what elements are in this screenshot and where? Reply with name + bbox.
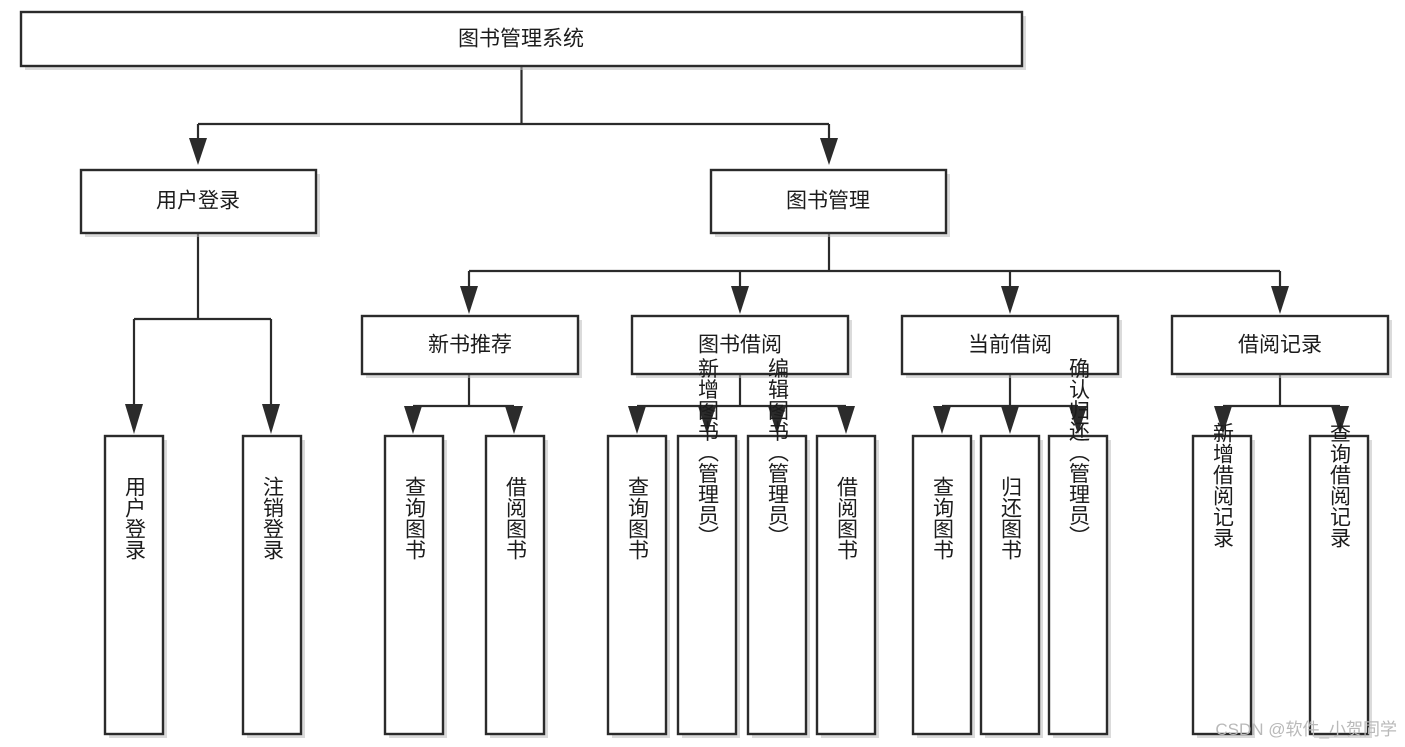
arrowhead-borrow-record-to-leaf1 (1214, 406, 1232, 434)
node-new-book-rec-label: 新书推荐 (428, 334, 512, 357)
node-current-borrow[interactable]: 当前借阅 (900, 314, 1122, 378)
node-leaf-borrow-book-b[interactable]: 借阅图书 (815, 434, 879, 738)
arrowhead-borrow-record-to-leaf2 (1331, 406, 1349, 434)
node-book-borrow[interactable]: 图书借阅 (630, 314, 852, 378)
node-user-login-label: 用户登录 (156, 190, 240, 213)
arrowhead-book-borrow-to-leaf3 (768, 406, 786, 434)
node-leaf-confirm-return-label: 确认归还（管理员） (1067, 358, 1091, 547)
node-borrow-record[interactable]: 借阅记录 (1170, 314, 1392, 378)
node-leaf-query-book-c[interactable]: 查询图书 (911, 434, 975, 738)
node-book-manage[interactable]: 图书管理 (709, 168, 950, 237)
node-leaf-edit-book-label: 编辑图书（管理员） (766, 358, 790, 547)
arrowhead-root-to-book-manage (820, 138, 838, 165)
arrowhead-new-book-to-leaf1 (404, 406, 422, 434)
arrowhead-book-borrow-to-leaf4 (837, 406, 855, 434)
node-leaf-add-book[interactable]: 新增图书（管理员） (676, 358, 740, 739)
node-leaf-add-book-label: 新增图书（管理员） (696, 358, 720, 547)
node-leaf-query-book-b-label: 查询图书 (626, 476, 650, 560)
arrowhead-book-manage-to-borrow-record (1271, 286, 1289, 314)
arrowhead-current-borrow-to-leaf1 (933, 406, 951, 434)
node-leaf-query-book-c-label: 查询图书 (931, 476, 955, 560)
node-leaf-query-book-a[interactable]: 查询图书 (383, 434, 447, 738)
node-current-borrow-label: 当前借阅 (968, 334, 1052, 357)
node-leaf-query-book-a-label: 查询图书 (403, 476, 427, 560)
node-leaf-borrow-book-a-label: 借阅图书 (504, 476, 528, 560)
node-leaf-add-record[interactable]: 新增借阅记录 (1191, 422, 1255, 738)
node-leaf-borrow-book-b-label: 借阅图书 (835, 476, 859, 560)
node-leaf-user-login[interactable]: 用户登录 (103, 434, 167, 738)
node-borrow-record-label: 借阅记录 (1238, 334, 1322, 357)
arrowhead-user-login-to-leaf1 (125, 404, 143, 434)
arrowhead-book-borrow-to-leaf1 (628, 406, 646, 434)
node-user-login[interactable]: 用户登录 (79, 168, 320, 237)
node-leaf-confirm-return[interactable]: 确认归还（管理员） (1047, 358, 1111, 739)
arrowhead-book-manage-to-current-borrow (1001, 286, 1019, 314)
arrowhead-root-to-user-login (189, 138, 207, 165)
node-book-manage-label: 图书管理 (786, 190, 870, 213)
arrowhead-book-manage-to-book-borrow (731, 286, 749, 314)
node-leaf-user-login-label: 用户登录 (123, 476, 147, 560)
arrowhead-book-borrow-to-leaf2 (698, 406, 716, 434)
arrowhead-user-login-to-leaf2 (262, 404, 280, 434)
node-leaf-borrow-book-a[interactable]: 借阅图书 (484, 434, 548, 738)
node-leaf-query-book-b[interactable]: 查询图书 (606, 434, 670, 738)
node-leaf-query-record-label: 查询借阅记录 (1328, 422, 1352, 548)
node-root-label: 图书管理系统 (458, 28, 584, 51)
arrowhead-current-borrow-to-leaf2 (1001, 406, 1019, 434)
arrowhead-current-borrow-to-leaf3 (1069, 406, 1087, 434)
node-leaf-logout[interactable]: 注销登录 (241, 434, 305, 738)
node-leaf-query-record[interactable]: 查询借阅记录 (1308, 422, 1372, 738)
arrowhead-book-manage-to-new-book (460, 286, 478, 314)
node-leaf-logout-label: 注销登录 (261, 476, 285, 560)
node-new-book-rec[interactable]: 新书推荐 (360, 314, 582, 378)
node-leaf-add-record-label: 新增借阅记录 (1211, 422, 1235, 548)
node-root[interactable]: 图书管理系统 (19, 10, 1026, 70)
node-leaf-return-book-label: 归还图书 (999, 476, 1023, 560)
node-leaf-return-book[interactable]: 归还图书 (979, 434, 1043, 738)
node-book-borrow-label: 图书借阅 (698, 334, 782, 357)
edge-group (125, 67, 1349, 434)
node-leaf-edit-book[interactable]: 编辑图书（管理员） (746, 358, 810, 739)
csdn-watermark: CSDN @软件_小贺同学 (1215, 720, 1397, 739)
arrowhead-new-book-to-leaf2 (505, 406, 523, 434)
